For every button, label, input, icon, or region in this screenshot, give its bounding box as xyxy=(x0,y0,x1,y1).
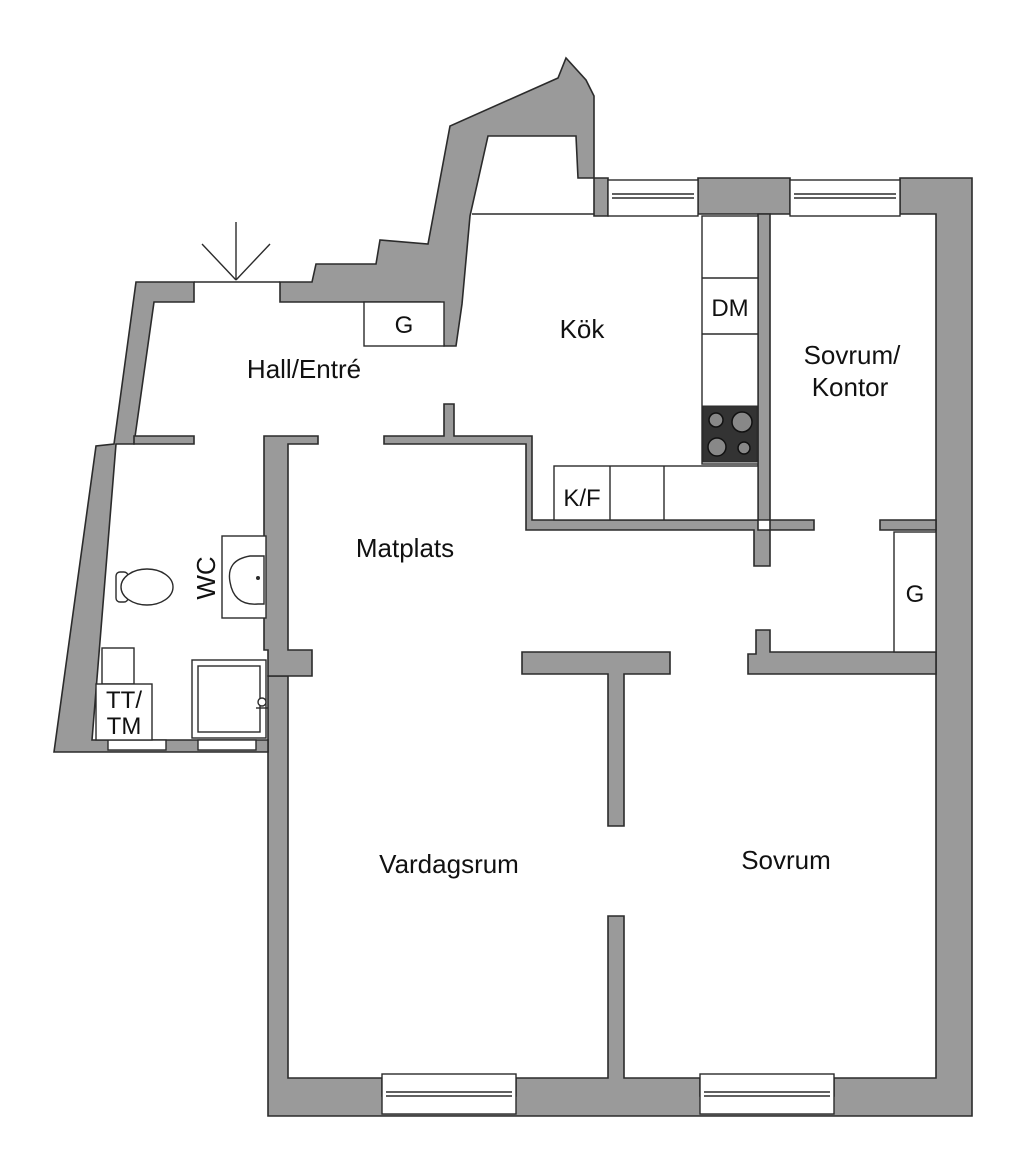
washer xyxy=(95,683,153,741)
wall-top-middle xyxy=(697,177,791,215)
entrance xyxy=(194,222,280,283)
interior-walls xyxy=(133,213,937,827)
outer-walls xyxy=(53,56,973,1117)
wall-right-bottom xyxy=(267,177,973,1117)
wall-kitchen-dining xyxy=(383,213,771,567)
label-dishwasher: DM xyxy=(711,295,748,322)
label-bedroom-office-1: Sovrum/ xyxy=(804,340,902,370)
kitchen-fixtures xyxy=(363,213,759,521)
label-fridge-freezer: K/F xyxy=(563,485,600,512)
wall-left xyxy=(53,281,269,753)
counter-bottom xyxy=(553,465,759,521)
label-wardrobe-hall: G xyxy=(395,312,414,339)
toilet-icon xyxy=(115,568,174,606)
window-living xyxy=(381,1073,517,1115)
label-bedroom: Sovrum xyxy=(741,845,831,875)
stove-burners-icon xyxy=(707,411,753,457)
label-hall: Hall/Entré xyxy=(247,354,361,384)
shower xyxy=(191,659,267,739)
label-kitchen: Kök xyxy=(560,314,606,344)
wall-hall-wc-right xyxy=(263,435,319,677)
label-washer-1: TT/ xyxy=(106,687,142,714)
shower-tap-icon xyxy=(256,697,268,709)
window-wc-1 xyxy=(107,739,167,751)
window-wc-2 xyxy=(197,739,257,751)
wall-living-bedroom-t xyxy=(521,651,671,827)
label-washer-2: TM xyxy=(107,713,142,740)
shelf-wc xyxy=(101,647,135,685)
window-bedroom xyxy=(699,1073,835,1115)
sink-icon xyxy=(228,555,265,605)
wardrobe-bedroom xyxy=(893,531,937,653)
label-dining: Matplats xyxy=(356,533,454,563)
label-wc: WC xyxy=(191,556,221,599)
label-living: Vardagsrum xyxy=(379,849,519,879)
wall-bedroom-office-right xyxy=(879,519,937,531)
label-bedroom-office-2: Kontor xyxy=(812,372,889,402)
windows xyxy=(107,179,901,1115)
wall-bedroom-office xyxy=(769,519,815,531)
labels: Hall/Entré Kök Sovrum/ Kontor Matplats V… xyxy=(106,295,924,879)
wardrobe-hall xyxy=(363,301,445,347)
wall-bedroom-office-bottom xyxy=(747,629,937,675)
wall-hall-wc-left xyxy=(133,435,195,445)
wc-fixtures xyxy=(95,535,268,741)
label-wardrobe-bedroom: G xyxy=(906,581,925,608)
entrance-arrow-icon xyxy=(201,222,271,281)
